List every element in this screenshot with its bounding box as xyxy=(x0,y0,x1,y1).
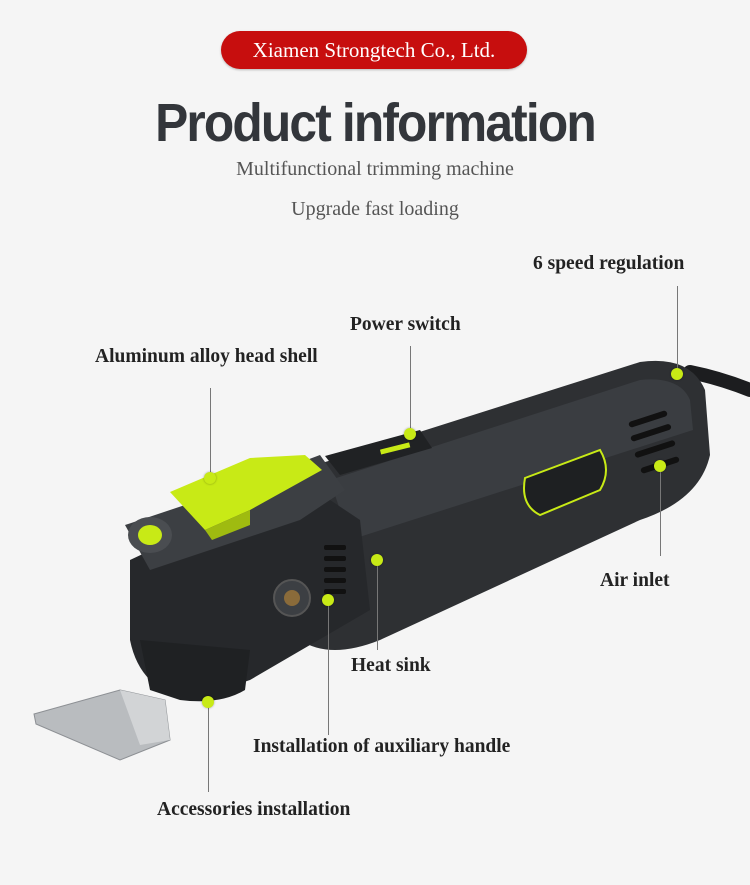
company-badge: Xiamen Strongtech Co., Ltd. xyxy=(221,31,527,69)
label-speed-regulation: 6 speed regulation xyxy=(533,253,685,274)
label-auxiliary-handle: Installation of auxiliary handle xyxy=(253,736,511,757)
label-accessories-installation: Accessories installation xyxy=(157,799,351,820)
marker-dot-head xyxy=(204,472,216,484)
leader-line-air xyxy=(660,466,661,556)
marker-dot-power xyxy=(404,428,416,440)
subtitle-primary: Multifunctional trimming machine xyxy=(236,158,514,180)
leader-line-power xyxy=(410,346,411,434)
leader-line-heat xyxy=(377,560,378,650)
marker-dot-speed xyxy=(671,368,683,380)
marker-dot-handle xyxy=(322,594,334,606)
page-title: Product information xyxy=(155,93,597,153)
marker-dot-air xyxy=(654,460,666,472)
marker-dot-heat xyxy=(371,554,383,566)
label-head-shell: Aluminum alloy head shell xyxy=(95,346,318,367)
leader-line-head xyxy=(210,388,211,478)
leader-line-accessories xyxy=(208,702,209,792)
label-air-inlet: Air inlet xyxy=(600,570,670,591)
label-heat-sink: Heat sink xyxy=(351,655,431,676)
leader-line-handle xyxy=(328,600,329,735)
label-power-switch: Power switch xyxy=(350,314,461,335)
subtitle-secondary: Upgrade fast loading xyxy=(291,198,459,220)
marker-dot-accessories xyxy=(202,696,214,708)
leader-line-speed xyxy=(677,286,678,374)
